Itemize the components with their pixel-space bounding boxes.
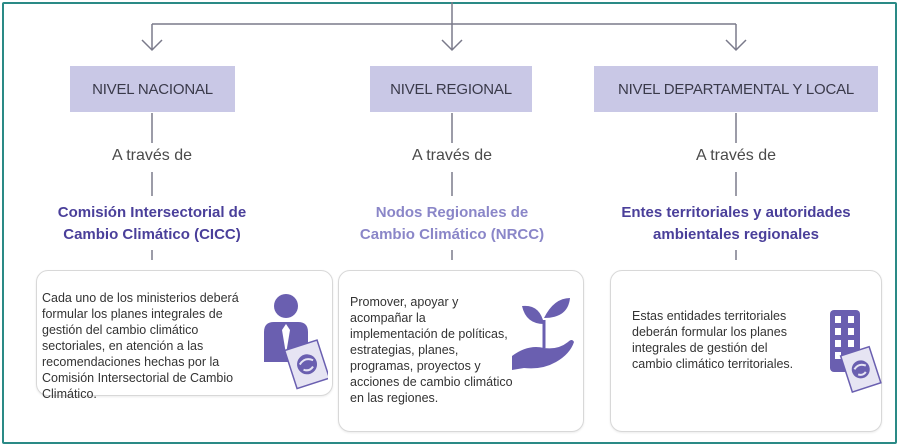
- level-label: NIVEL DEPARTAMENTAL Y LOCAL: [617, 80, 855, 98]
- entity-line: Comisión Intersectorial de: [57, 204, 247, 221]
- entity-line: Cambio Climático (NRCC): [359, 226, 545, 243]
- via-label: A través de: [695, 147, 777, 164]
- level-box-nacional: NIVEL NACIONAL: [70, 66, 235, 112]
- description-text: Promover, apoyar y acompañar la implemen…: [350, 295, 513, 405]
- entity-name: Nodos Regionales de Cambio Climático (NR…: [322, 202, 582, 246]
- entity-name: Comisión Intersectorial de Cambio Climát…: [22, 202, 282, 246]
- level-label: NIVEL REGIONAL: [390, 80, 512, 98]
- level-label: NIVEL NACIONAL: [92, 80, 213, 98]
- via-label: A través de: [411, 147, 493, 164]
- via-label: A través de: [111, 147, 193, 164]
- minister-document-icon: [264, 294, 328, 390]
- level-box-regional: NIVEL REGIONAL: [370, 66, 532, 112]
- level-box-departamental: NIVEL DEPARTAMENTAL Y LOCAL: [594, 66, 878, 112]
- entity-line: Cambio Climático (CICC): [63, 226, 241, 243]
- entity-line: Entes territoriales y autoridades: [621, 204, 851, 221]
- entity-line: ambientales regionales: [653, 226, 819, 243]
- entity-line: Nodos Regionales de: [375, 204, 529, 221]
- hand-sprout-icon: [512, 298, 574, 370]
- entity-name: Entes territoriales y autoridades ambien…: [606, 202, 866, 246]
- description-text: Estas entidades territoriales deberán fo…: [632, 309, 794, 371]
- building-document-icon: [830, 310, 882, 394]
- description-text: Cada uno de los ministerios deberá formu…: [42, 291, 239, 401]
